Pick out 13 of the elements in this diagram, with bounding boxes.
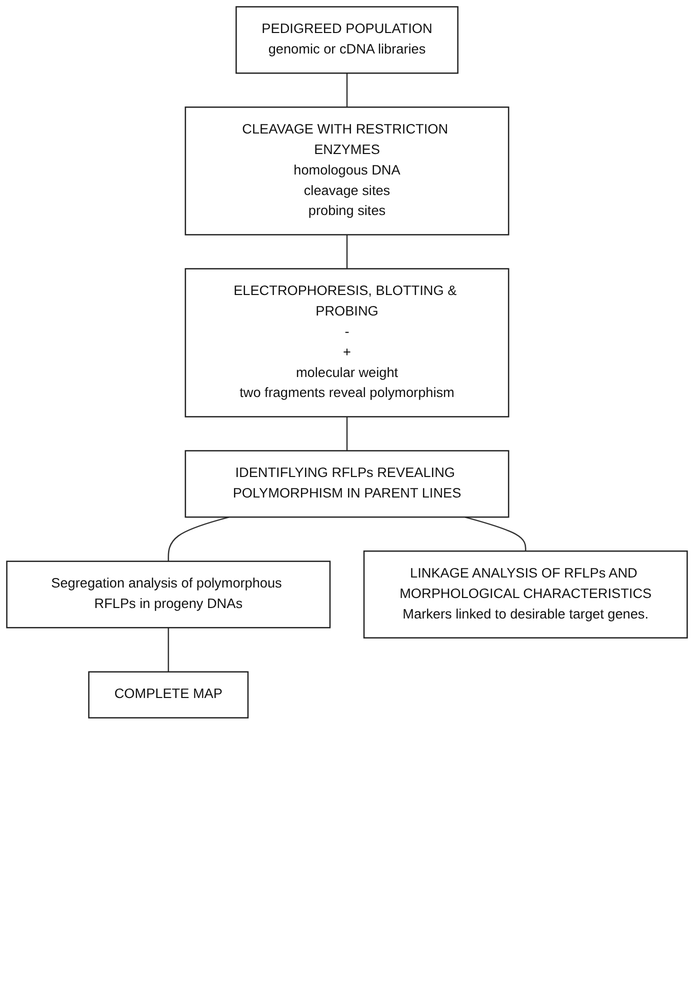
connector (346, 73, 348, 108)
node-box: CLEAVAGE WITH RESTRICTION ENZYMES homologous DNA cleavage sites probing sites (184, 106, 510, 236)
node-box: Segregation analysis of polymorphous RFLPs in progeny DNAs (6, 560, 331, 628)
node-box: ELECTROPHORESIS, BLOTTING & PROBING - + molecular weight two fragments reveal polymorphism (184, 268, 510, 418)
connector (168, 628, 170, 672)
node-box: IDENTIFLYING RFLPs REVEALING POLYMORPHISM IN PARENT LINES (184, 450, 510, 518)
connector (346, 416, 348, 451)
connector (346, 234, 348, 269)
node-box: COMPLETE MAP (88, 671, 249, 718)
connector (168, 516, 230, 562)
node-box: LINKAGE ANALYSIS OF RFLPs AND MORPHOLOGICAL CHARACTERISTICS Markers linked to desirable target genes. (363, 550, 688, 638)
connector (464, 516, 526, 552)
node-box: PEDIGREED POPULATION genomic or cDNA libraries (236, 6, 458, 74)
